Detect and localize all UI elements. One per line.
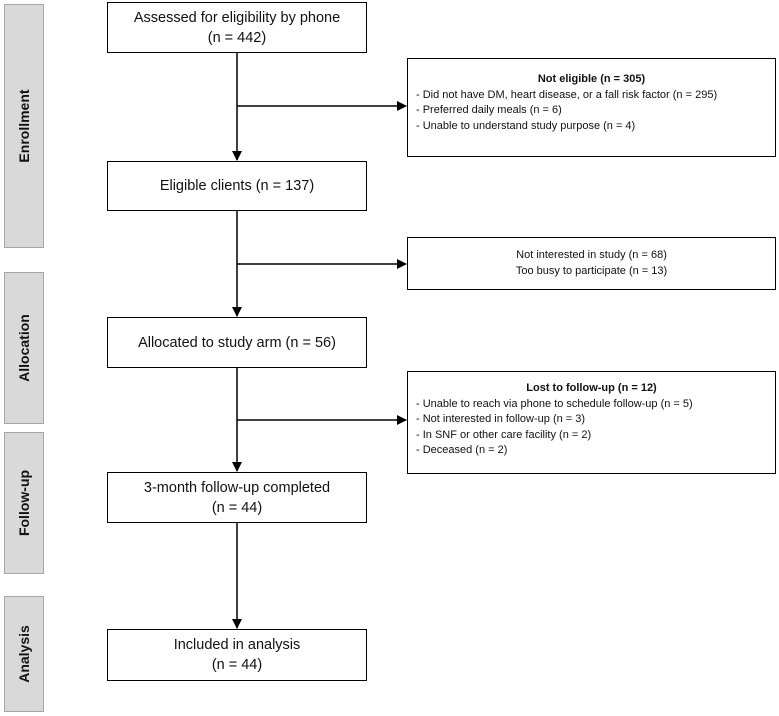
box-item: Not interested in study (n = 68) <box>516 249 667 261</box>
phase-enrollment: Enrollment <box>4 4 44 248</box>
box-item: - Preferred daily meals (n = 6) <box>416 104 562 116</box>
box-item: - In SNF or other care facility (n = 2) <box>416 428 592 441</box>
box-item: - Unable to reach via phone to schedule … <box>416 397 693 410</box>
box-item: - Not interested in follow-up (n = 3) <box>416 413 586 425</box>
box-title: Not eligible (n = 305) <box>537 73 646 85</box>
box-item: Too busy to participate (n = 13) <box>515 264 668 277</box>
box-line: Eligible clients (n = 137) <box>159 178 315 194</box>
box-analysis: Included in analysis (n = 44) <box>107 629 367 681</box>
box-line: (n = 44) <box>211 499 263 516</box>
box-line: Included in analysis <box>173 637 301 653</box>
phase-follow-up: Follow-up <box>4 432 44 574</box>
box-lost-to-followup: Lost to follow-up (n = 12) - Unable to r… <box>407 371 776 474</box>
box-followup: 3-month follow-up completed (n = 44) <box>107 472 367 523</box>
box-not-eligible: Not eligible (n = 305) - Did not have DM… <box>407 58 776 157</box>
box-eligible: Eligible clients (n = 137) <box>107 161 367 211</box>
phase-allocation: Allocation <box>4 272 44 424</box>
box-assessed: Assessed for eligibility by phone (n = 4… <box>107 2 367 53</box>
box-title: Lost to follow-up (n = 12) <box>526 382 657 394</box>
box-item: - Did not have DM, heart disease, or a f… <box>416 88 718 101</box>
box-line: (n = 44) <box>211 657 263 673</box>
box-line: Allocated to study arm (n = 56) <box>138 334 336 351</box>
box-declined: Not interested in study (n = 68) Too bus… <box>407 237 776 290</box>
box-item: - Deceased (n = 2) <box>416 444 508 456</box>
box-allocated: Allocated to study arm (n = 56) <box>107 317 367 368</box>
box-line: 3-month follow-up completed <box>143 479 331 496</box>
box-line: (n = 442) <box>207 29 267 46</box>
phase-analysis: Analysis <box>4 596 44 712</box>
box-item: - Unable to understand study purpose (n … <box>416 119 636 132</box>
box-line: Assessed for eligibility by phone <box>133 9 341 26</box>
